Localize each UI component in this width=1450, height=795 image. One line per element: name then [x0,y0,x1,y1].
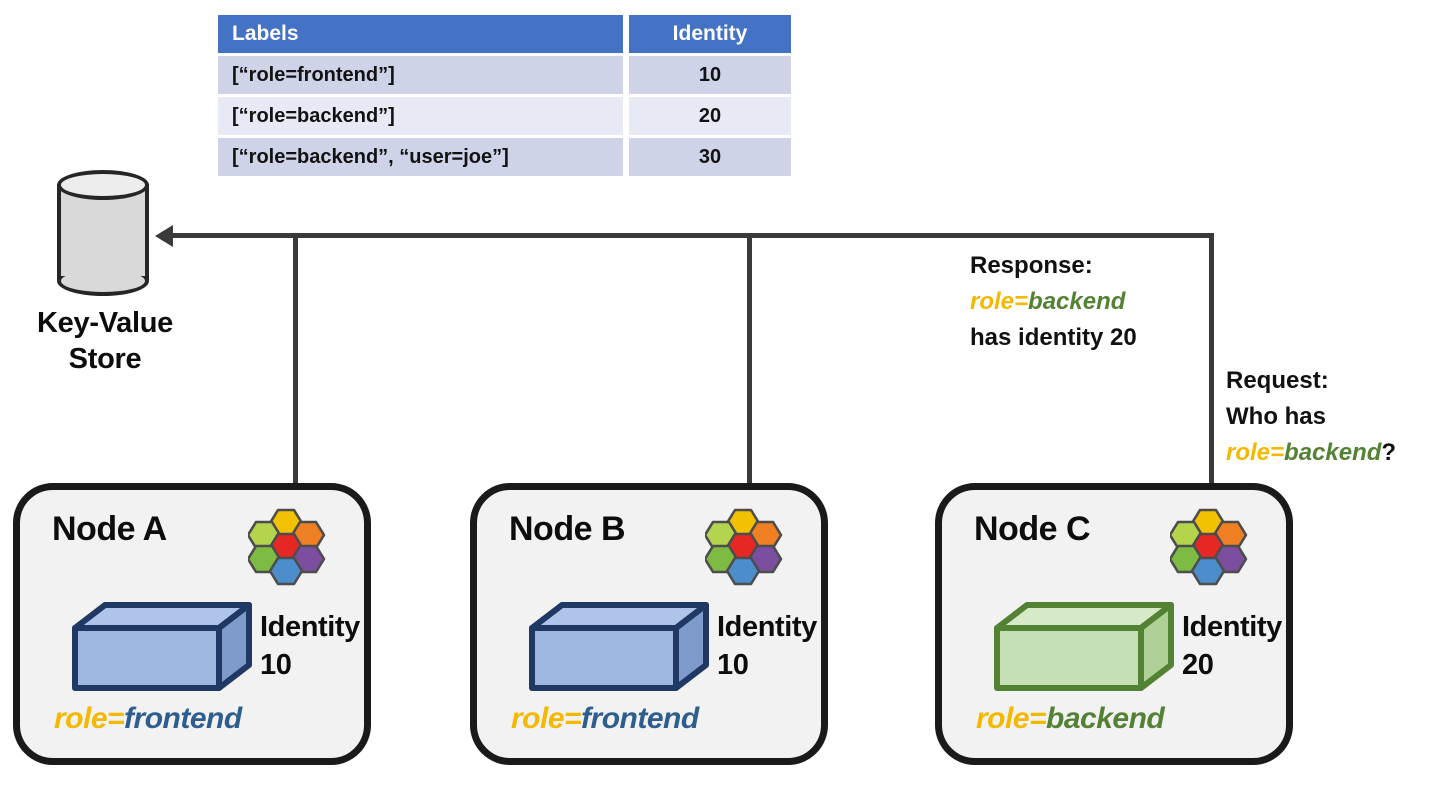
column-gap [623,15,629,53]
key-value-store-caption: Key-Value Store [0,305,210,377]
node-title: Node B [509,510,626,548]
database-cylinder-icon [57,170,153,298]
cell-labels: [“role=frontend”] [218,56,623,94]
identity-value: 20 [1182,649,1214,681]
node-title: Node C [974,510,1091,548]
cilium-hexagon-cluster-icon [705,508,783,588]
table-header-row: Labels Identity [218,15,791,53]
column-header-labels: Labels [218,15,623,53]
node-card-b[interactable]: Node B [470,483,828,765]
cilium-hexagon-cluster-icon [248,508,326,588]
cell-identity: 10 [629,56,791,94]
request-line-3: role=backend? [1226,435,1396,471]
workload-box-3d [994,602,1174,694]
tag-value: frontend [581,702,699,735]
connector-vertical-node-a [293,233,298,486]
row-separator [218,135,791,138]
node-label-tag: role=frontend [511,702,699,736]
cell-gap [623,97,629,135]
cell-identity: 30 [629,138,791,176]
header-separator [218,53,791,56]
tag-key: role= [54,702,125,735]
row-separator [218,94,791,97]
arrow-left-icon [155,225,173,247]
identity-label-text: Identity [260,611,360,643]
table-row: [“role=backend”] 20 [218,97,791,135]
connector-vertical-node-b [747,233,752,486]
node-label-tag: role=backend [976,702,1165,736]
cylinder-top-ellipse [57,170,149,200]
table-row: [“role=frontend”] 10 [218,56,791,94]
response-value: backend [1028,288,1126,315]
cell-identity: 20 [629,97,791,135]
table-row: [“role=backend”, “user=joe”] 30 [218,138,791,176]
request-annotation: Request: Who has role=backend? [1226,363,1396,471]
response-line-2: role=backend [970,284,1137,320]
identity-label-text: Identity [717,611,817,643]
tag-key: role= [511,702,582,735]
column-header-identity: Identity [629,15,791,53]
cilium-hexagon-cluster-icon [1170,508,1248,588]
request-suffix: ? [1381,439,1397,466]
cell-gap [623,138,629,176]
response-key: role= [970,288,1029,315]
cell-labels: [“role=backend”, “user=joe”] [218,138,623,176]
request-line-2: Who has [1226,403,1326,430]
response-annotation: Response: role=backend has identity 20 [970,248,1137,356]
tag-value: frontend [124,702,242,735]
connector-horizontal-bus [172,233,1214,238]
caption-line-1: Key-Value [37,307,173,339]
cylinder-bottom-cover [61,262,145,276]
tag-key: role= [976,702,1047,735]
node-label-tag: role=frontend [54,702,242,736]
identity-label-text: Identity [1182,611,1282,643]
identity-value: 10 [260,649,292,681]
identity-readout: Identity 20 [1182,608,1282,684]
cell-labels: [“role=backend”] [218,97,623,135]
request-line-1: Request: [1226,367,1329,394]
request-value: backend [1284,439,1382,466]
workload-box-3d [72,602,252,694]
identity-readout: Identity 10 [260,608,360,684]
request-key: role= [1226,439,1285,466]
node-card-a[interactable]: Node A [13,483,371,765]
caption-line-2: Store [68,343,142,375]
response-line-3: has identity 20 [970,324,1137,351]
labels-identity-table: Labels Identity [“role=frontend”] 10 [“r… [218,15,791,176]
connector-vertical-node-c [1209,233,1214,486]
identity-readout: Identity 10 [717,608,817,684]
workload-box-3d [529,602,709,694]
node-card-c[interactable]: Node C [935,483,1293,765]
response-line-1: Response: [970,252,1093,279]
node-title: Node A [52,510,167,548]
cell-gap [623,56,629,94]
tag-value: backend [1046,702,1165,735]
identity-value: 10 [717,649,749,681]
